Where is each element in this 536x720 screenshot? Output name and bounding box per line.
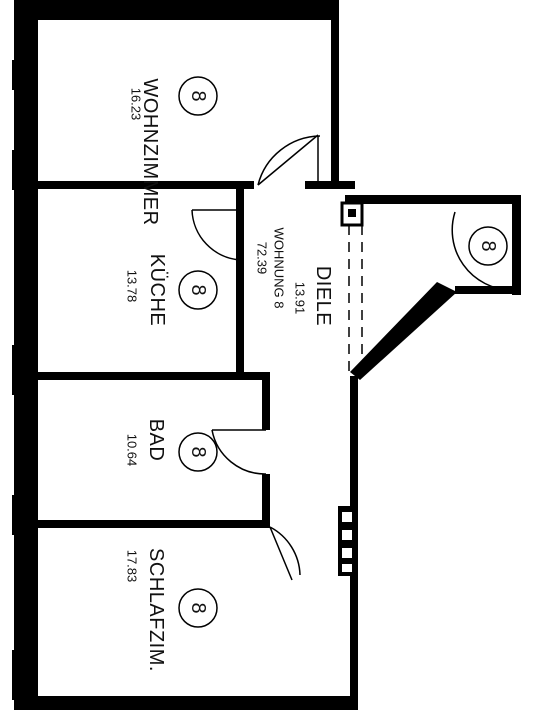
room-number-schlafzimmer: 8 (187, 602, 209, 613)
room-name-schlafzimmer: SCHLAFZIM. (145, 548, 167, 672)
room-number-markers (178, 76, 508, 628)
room-number-kueche: 8 (187, 284, 209, 295)
flue-blocks (338, 506, 356, 576)
room-name-bad: BAD (145, 419, 167, 462)
room-area-bad: 10.64 (125, 434, 140, 467)
room-number-bad: 8 (187, 446, 209, 457)
apartment-label: WOHNUNG 8 (272, 228, 287, 309)
room-area-diele: 13.91 (293, 282, 308, 315)
room-number-stair: 8 (477, 240, 499, 251)
apartment-area: 72.39 (255, 242, 270, 275)
opening-dashes (348, 225, 363, 372)
doors (191, 134, 511, 581)
room-area-wohnzimmer: 16.23 (129, 88, 144, 121)
walls (12, 0, 521, 710)
room-name-diele: DIELE (312, 266, 334, 326)
room-number-wohnzimmer: 8 (187, 90, 209, 101)
room-name-kueche: KÜCHE (146, 254, 168, 327)
room-area-schlafzimmer: 17.83 (125, 550, 140, 583)
room-name-wohnzimmer: WOHNZIMMER (139, 78, 161, 225)
room-area-kueche: 13.78 (125, 270, 140, 303)
